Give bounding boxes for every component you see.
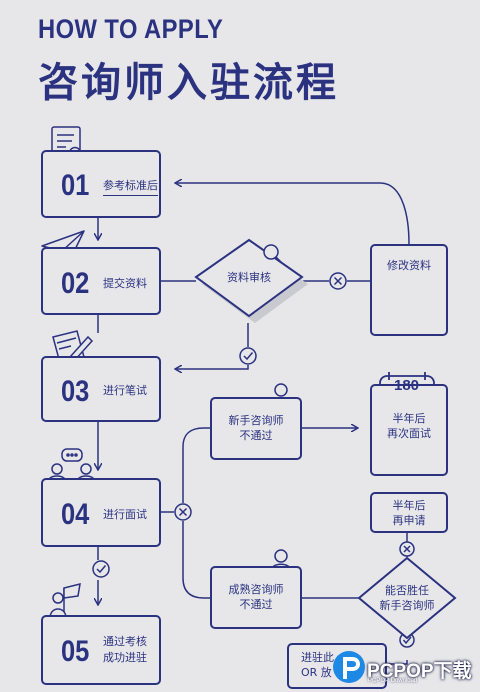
step-04-box: 04 进行面试 xyxy=(41,478,161,547)
step-05-number: 05 xyxy=(61,635,90,668)
modify-label: 修改资料 xyxy=(387,259,431,272)
retest-label: 半年后 再次面试 xyxy=(387,412,431,440)
fail-new-label: 新手咨询师 不通过 xyxy=(228,414,284,442)
magnifier-icon xyxy=(263,244,282,263)
reapply-box: 半年后 再申请 xyxy=(370,492,448,533)
step-05-box: 05 通过考核 成功进驻 xyxy=(41,615,161,685)
step-02-number: 02 xyxy=(61,267,90,300)
header-title-cn: 咨询师入驻流程 xyxy=(38,60,339,106)
exit-box: 进驻此 OR 放 xyxy=(287,643,387,689)
badge-180: 180 xyxy=(394,377,420,394)
step-02-label: 提交资料 xyxy=(103,277,147,290)
watermark-sub: PCPOP Download xyxy=(368,678,418,684)
fail-mature-label: 成熟咨询师 不通过 xyxy=(228,583,284,611)
header-title-en: HOW TO APPLY xyxy=(38,14,224,44)
approve-marker-interview xyxy=(92,560,110,578)
reject-marker-review xyxy=(329,272,347,290)
review-diamond xyxy=(194,238,308,323)
capable-label: 能否胜任 新手咨询师 xyxy=(379,584,435,612)
branch-marker-interview xyxy=(174,503,192,521)
step-03-label: 进行笔试 xyxy=(103,384,147,397)
review-label: 资料审核 xyxy=(227,271,271,284)
flag-person-icon xyxy=(49,582,81,619)
step-03-number: 03 xyxy=(61,375,90,408)
fail-new-box: 新手咨询师 不通过 xyxy=(210,397,302,460)
fail-mature-box: 成熟咨询师 不通过 xyxy=(210,566,302,629)
pcpop-logo-icon xyxy=(333,651,365,683)
retest-box: 半年后 再次面试 xyxy=(370,384,448,476)
step-02-box: 02 提交资料 xyxy=(41,247,161,315)
step-01-label: 参考标准后 xyxy=(103,178,158,196)
step-04-label: 进行面试 xyxy=(103,508,147,521)
step-04-number: 04 xyxy=(61,498,90,531)
step-01-number: 01 xyxy=(61,169,90,202)
exit-label: 进驻此 OR 放 xyxy=(301,651,334,679)
modify-box: 修改资料 xyxy=(370,244,448,336)
step-05-label: 通过考核 成功进驻 xyxy=(103,635,147,664)
watermark-brand: PCPOP下载 xyxy=(367,661,472,682)
capable-diamond xyxy=(357,556,457,640)
reject-marker-capable xyxy=(399,541,415,557)
step-01-box: 01 参考标准后 xyxy=(41,150,161,218)
step-03-box: 03 进行笔试 xyxy=(41,356,161,422)
approve-marker-review xyxy=(239,347,257,365)
reapply-label: 半年后 再申请 xyxy=(392,499,426,527)
